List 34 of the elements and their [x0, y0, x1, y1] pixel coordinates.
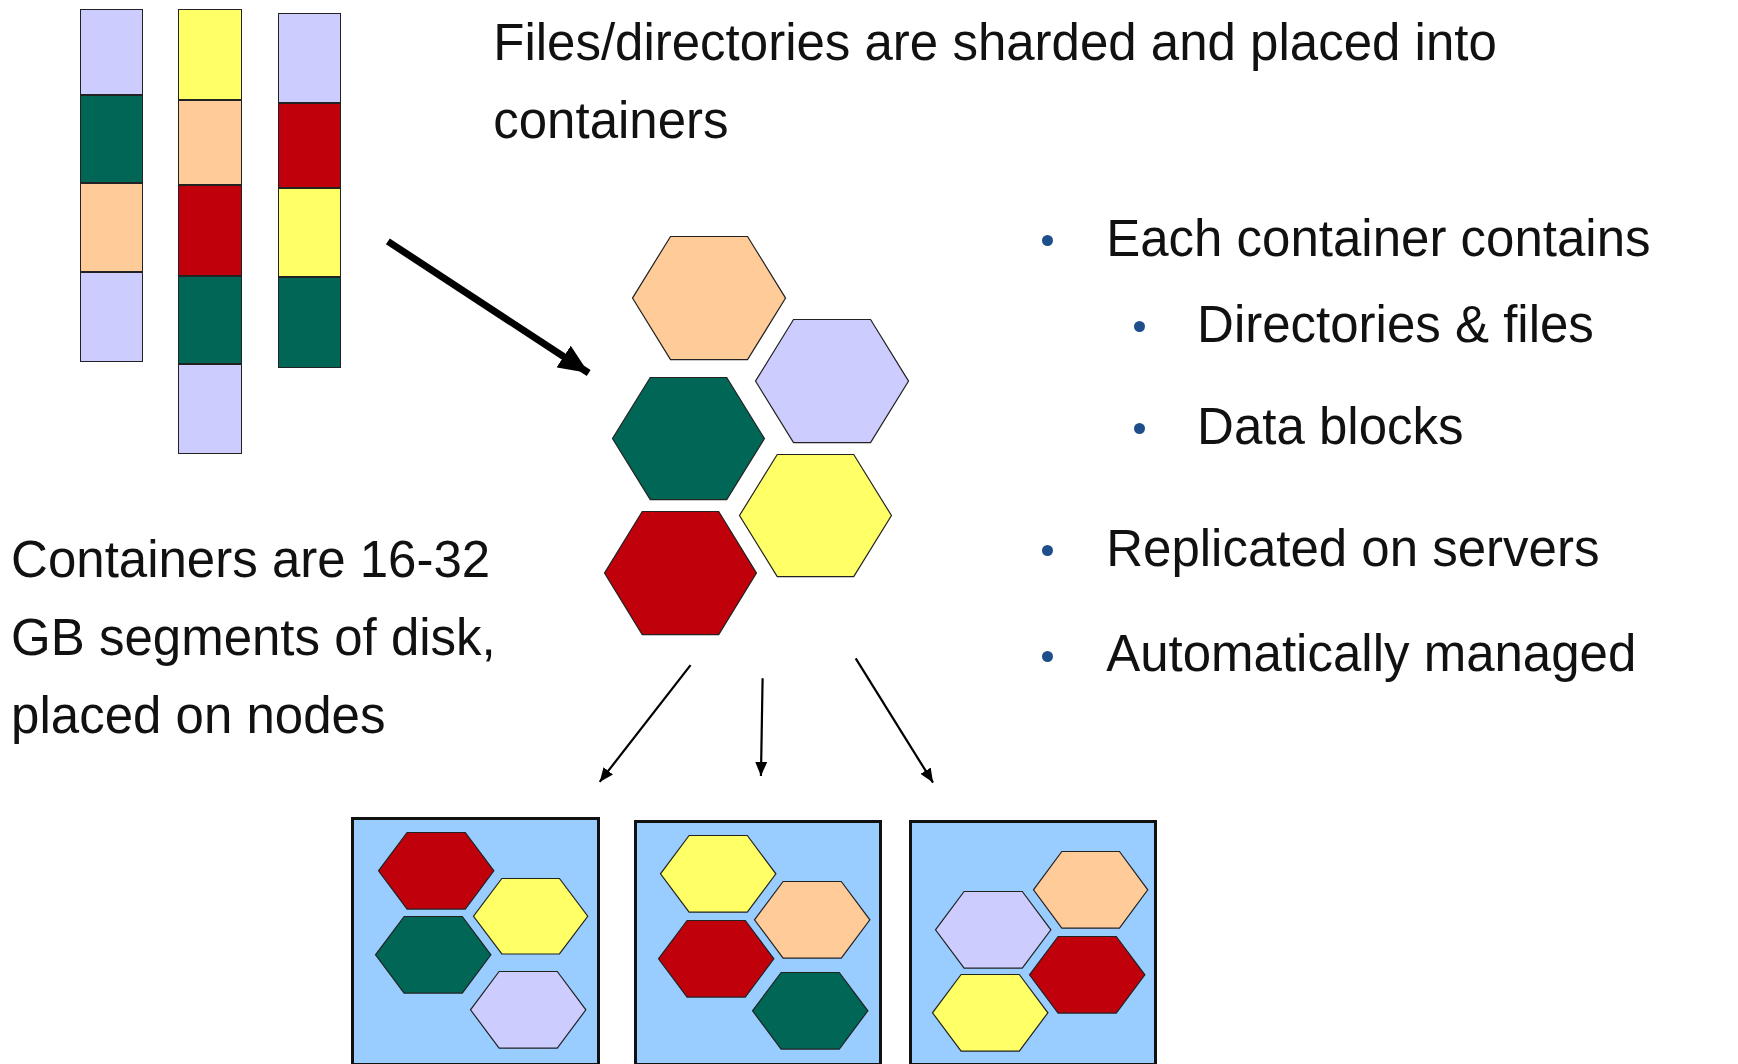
hexagon	[469, 970, 586, 1049]
server-box	[908, 820, 1158, 1064]
hexagon	[754, 319, 909, 444]
bullet-text: Directories & files	[1197, 294, 1594, 355]
server-box	[351, 816, 600, 1064]
hexagon	[1029, 936, 1146, 1014]
hexagon	[739, 454, 893, 578]
hexagon	[935, 890, 1052, 969]
hexagon	[472, 877, 589, 954]
arrow	[598, 664, 692, 783]
bullet-text: Each container contains	[1106, 208, 1651, 269]
hexagon	[377, 832, 494, 910]
hexagon	[931, 973, 1049, 1052]
bullet-text: Automatically managed	[1106, 624, 1637, 685]
bullet-text: Replicated on servers	[1106, 518, 1600, 579]
segmented-bar	[79, 8, 143, 363]
bullet-text: Data blocks	[1197, 396, 1464, 457]
segmented-bar	[278, 13, 342, 368]
arrow	[755, 678, 768, 776]
hexagon	[375, 916, 492, 994]
title: Files/directories are sharded and placed into containers	[493, 13, 1498, 152]
hexagon	[660, 835, 777, 913]
hexagon	[754, 880, 871, 959]
segmented-bar	[178, 8, 242, 455]
arrow	[385, 238, 591, 376]
hexagon	[752, 971, 869, 1050]
hexagon	[604, 510, 758, 636]
hexagon	[1032, 850, 1148, 929]
hexagon	[658, 919, 775, 998]
arrow	[854, 657, 934, 784]
server-box	[634, 820, 883, 1064]
note-text: Containers are 16-32 GB segments of disk, placed on nodes	[11, 529, 497, 746]
hexagon	[611, 376, 765, 500]
hexagon	[631, 236, 786, 361]
